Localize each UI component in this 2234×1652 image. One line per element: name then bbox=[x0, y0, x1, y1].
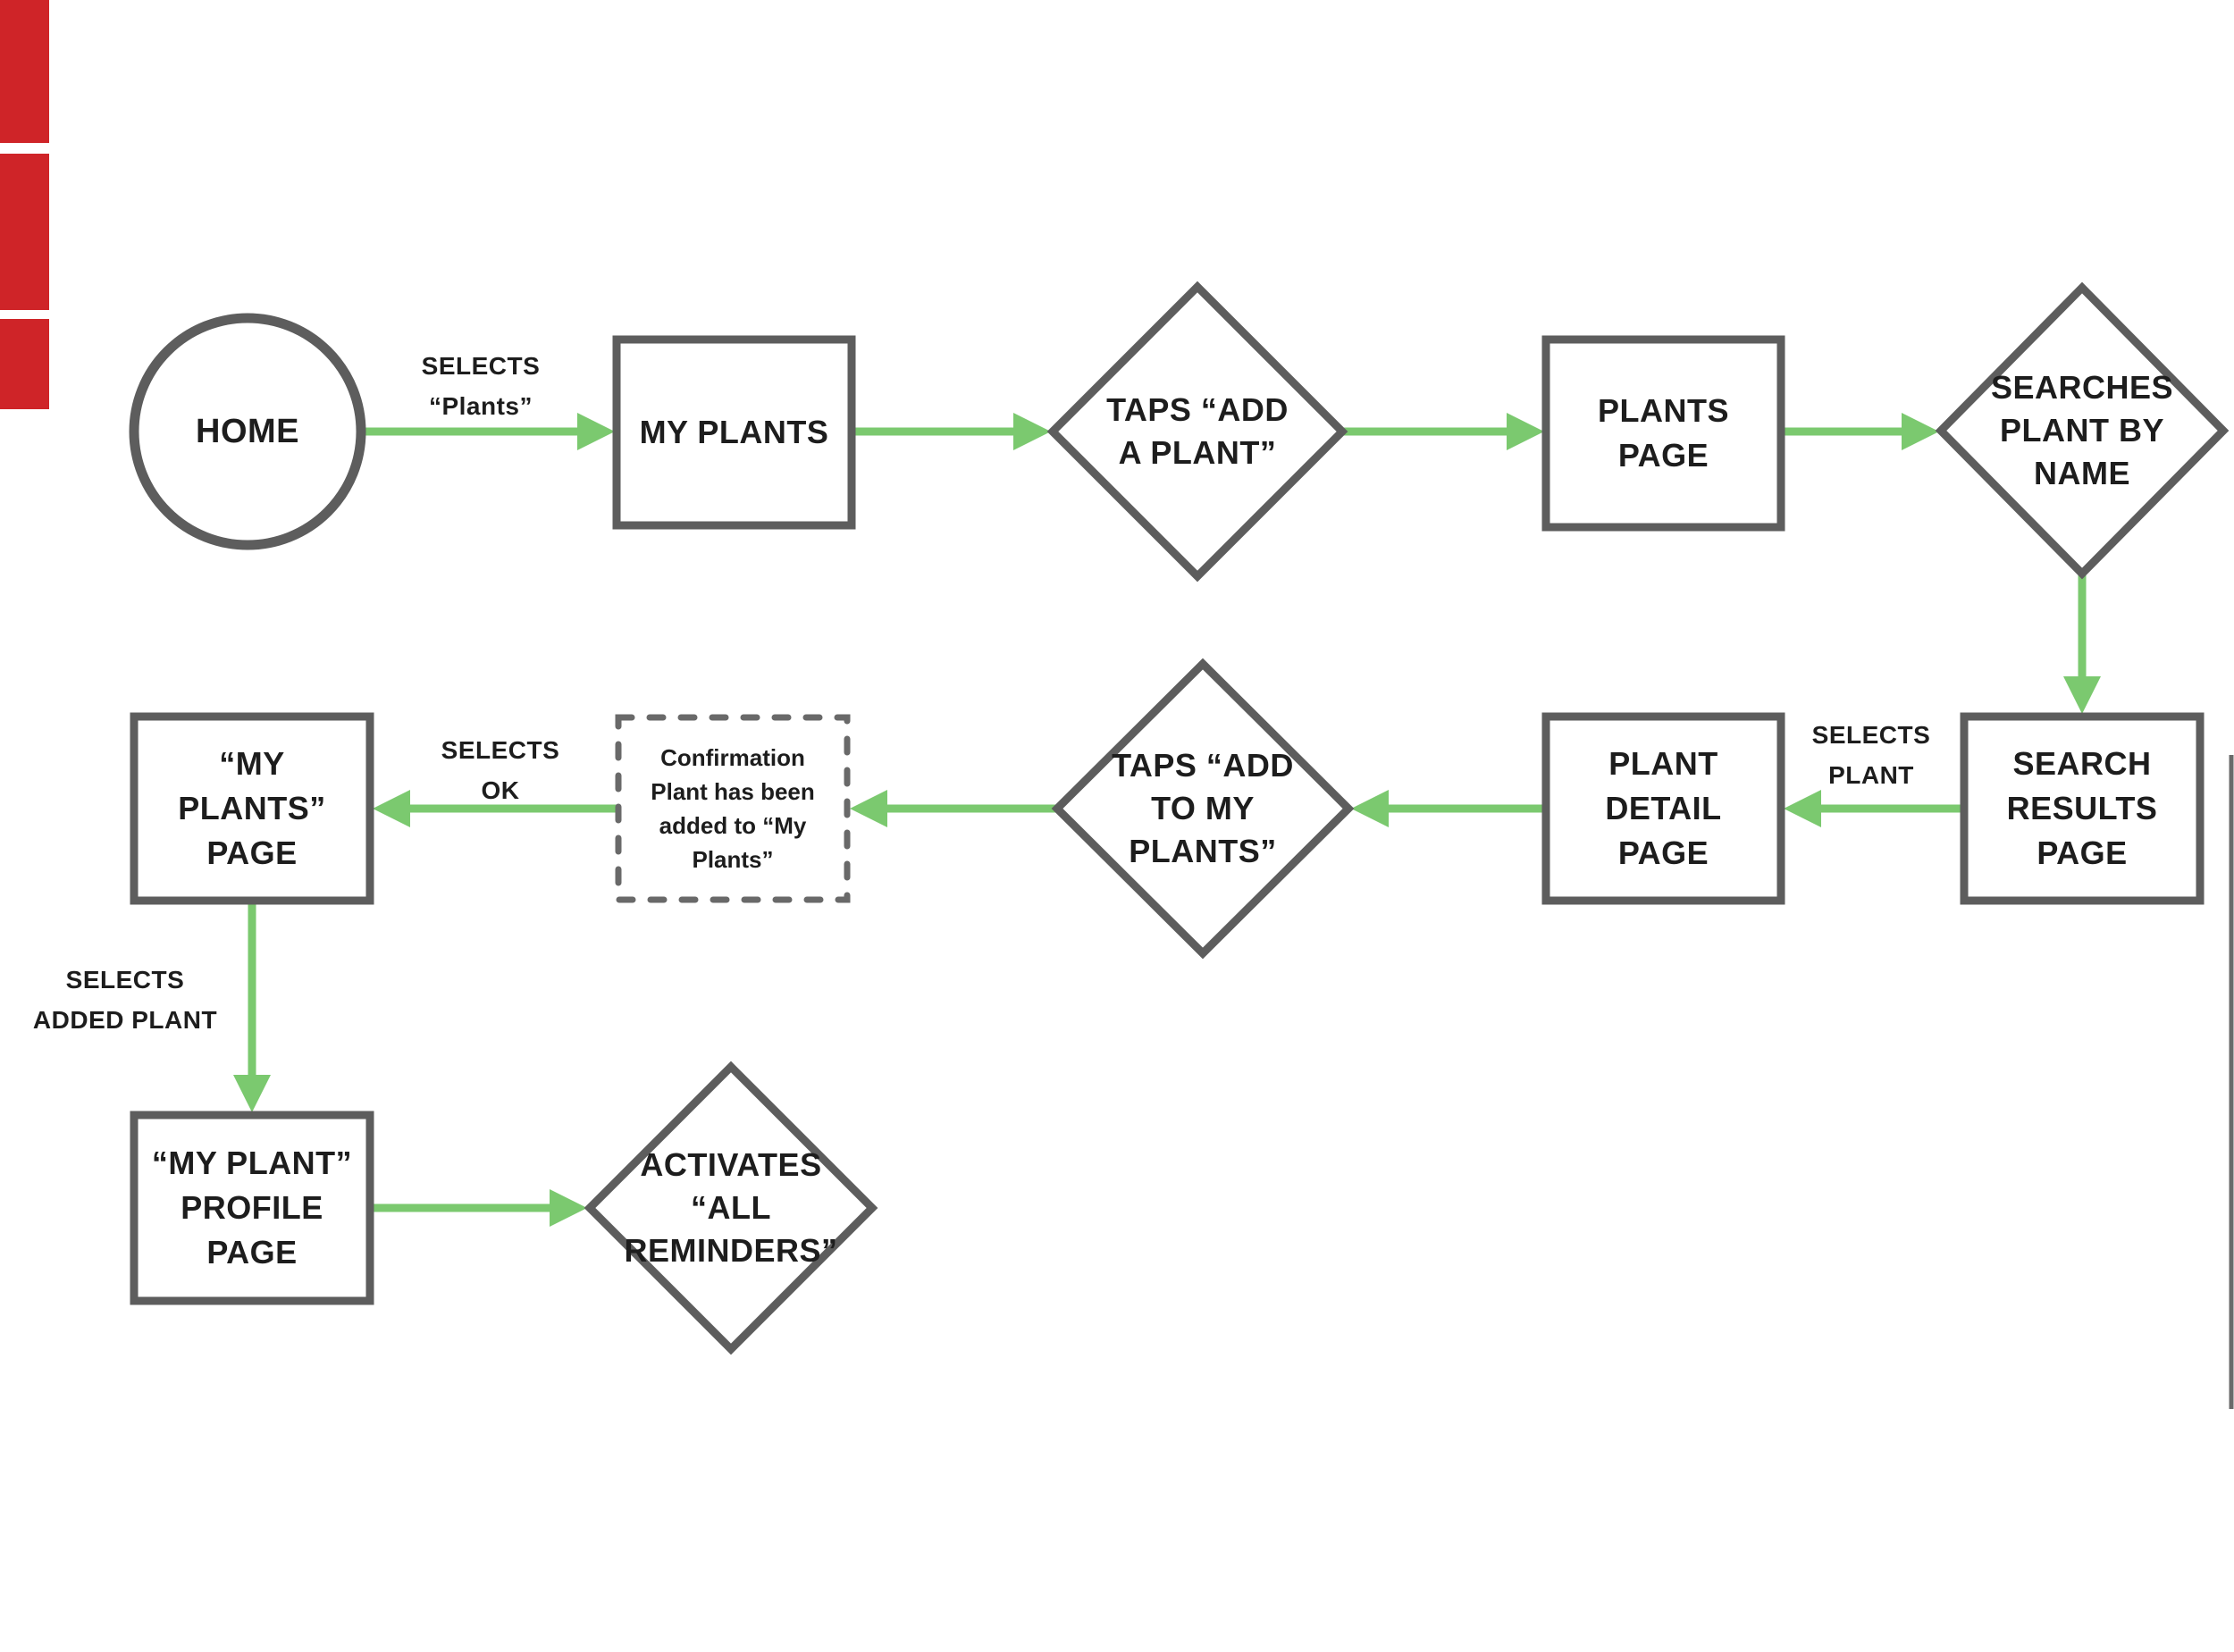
node-search-results-page-box bbox=[1960, 712, 2205, 905]
node-home-circle bbox=[129, 313, 366, 550]
node-searches-plant-by-name-label: SEARCHES PLANT BY NAME bbox=[1990, 369, 2174, 491]
edge-label-selects-ok: SELECTS OK bbox=[441, 736, 560, 804]
red-strip-segment bbox=[0, 154, 49, 310]
node-taps-add-a-plant-diamond bbox=[1046, 281, 1348, 583]
nodes-group bbox=[129, 281, 2230, 1355]
red-strip-segment bbox=[0, 319, 49, 409]
edge-my-plants-to-taps-add-a-plant bbox=[852, 413, 1051, 450]
node-taps-add-to-my-plants-diamond bbox=[1051, 658, 1355, 960]
node-plant-detail-page-label: PLANT DETAIL PAGE bbox=[1605, 745, 1722, 871]
edge-searches-to-search-results bbox=[2063, 574, 2101, 714]
edge-label-selects-plants: SELECTS “Plants” bbox=[421, 352, 541, 420]
node-taps-add-a-plant-label: TAPS “ADD A PLANT” bbox=[1106, 391, 1289, 471]
edge-label-selects-added-plant: SELECTS ADDED PLANT bbox=[32, 966, 218, 1034]
node-my-plants-page-label: “MY PLANTS” PAGE bbox=[178, 745, 326, 871]
edge-label-selects-plant: SELECTS PLANT bbox=[1811, 721, 1931, 789]
arrow-head bbox=[1784, 790, 1821, 827]
arrow-head bbox=[373, 790, 410, 827]
red-crop-artifact bbox=[0, 0, 49, 409]
edge-confirmation-to-my-plants-page bbox=[373, 790, 618, 827]
arrow-head bbox=[2063, 676, 2101, 714]
node-my-plant-profile-page-label: “MY PLANT” PROFILE PAGE bbox=[151, 1145, 353, 1270]
edge-plant-detail-to-taps-add-to-my-plants bbox=[1351, 790, 1546, 827]
edge-my-plants-page-to-profile bbox=[233, 901, 271, 1112]
node-plant-detail-page-box bbox=[1541, 712, 1785, 905]
node-home-label: HOME bbox=[196, 413, 299, 450]
node-plants-page-label: PLANTS PAGE bbox=[1598, 392, 1729, 474]
arrow-head bbox=[1507, 413, 1544, 450]
node-search-results-page-label: SEARCH RESULTS PAGE bbox=[2006, 745, 2158, 871]
edge-taps-add-to-my-plants-to-confirmation bbox=[850, 790, 1057, 827]
edges-group bbox=[233, 413, 2101, 1227]
arrow-head bbox=[1351, 790, 1389, 827]
edge-taps-add-a-plant-to-plants-page bbox=[1342, 413, 1544, 450]
node-my-plants-page-box bbox=[130, 712, 374, 905]
node-activates-all-reminders-diamond bbox=[584, 1061, 878, 1355]
arrow-head bbox=[233, 1075, 271, 1112]
arrow-head bbox=[850, 790, 887, 827]
node-my-plant-profile-page-box bbox=[130, 1111, 374, 1305]
node-plants-page-box bbox=[1541, 335, 1785, 532]
arrow-head bbox=[1902, 413, 1939, 450]
arrow-head bbox=[1013, 413, 1051, 450]
node-taps-add-to-my-plants-label: TAPS “ADD TO MY PLANTS” bbox=[1112, 747, 1294, 869]
node-confirmation-dashed-box bbox=[615, 714, 851, 903]
arrow-head bbox=[550, 1189, 587, 1227]
node-my-plants-box bbox=[612, 335, 856, 530]
edge-home-to-my-plants bbox=[362, 413, 615, 450]
red-strip-segment bbox=[0, 0, 49, 143]
arrow-head bbox=[577, 413, 615, 450]
node-activates-all-reminders-label: ACTIVATES “ALL REMINDERS” bbox=[624, 1146, 838, 1269]
edge-profile-to-activates bbox=[370, 1189, 587, 1227]
node-searches-plant-by-name-diamond bbox=[1935, 281, 2230, 580]
edge-plants-page-to-searches bbox=[1781, 413, 1939, 450]
node-my-plants-label: MY PLANTS bbox=[639, 414, 829, 450]
node-confirmation-label: Confirmation Plant has been added to “My… bbox=[651, 744, 815, 873]
edge-search-results-to-plant-detail bbox=[1784, 790, 1964, 827]
